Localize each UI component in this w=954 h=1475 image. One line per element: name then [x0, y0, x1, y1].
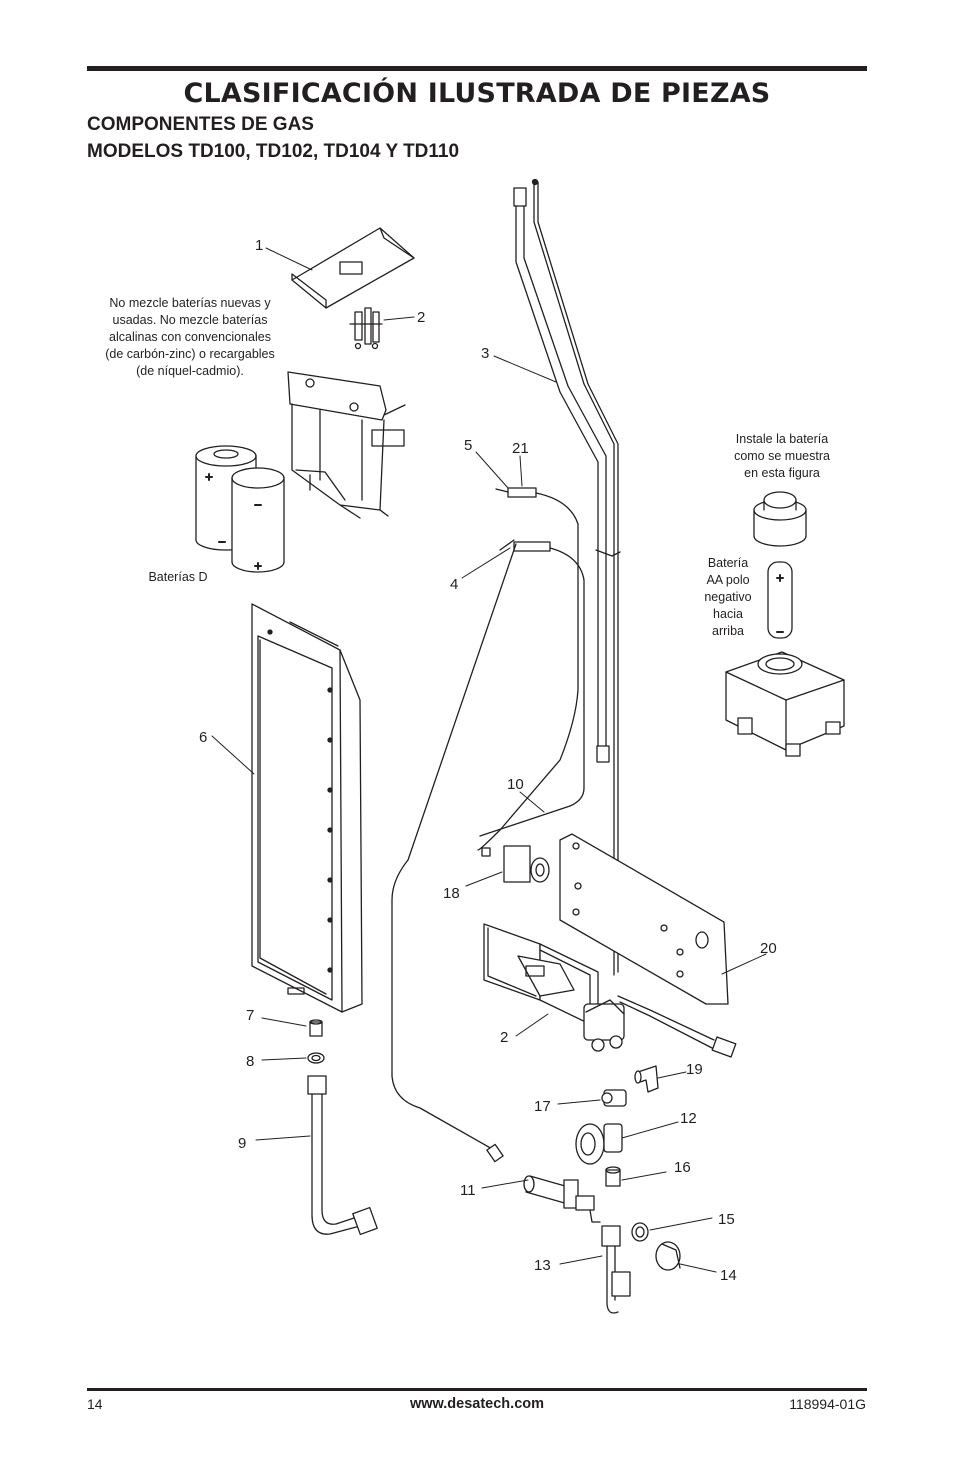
part-1-shield: [291, 227, 415, 309]
callout-13: 13: [534, 1257, 551, 1274]
part-6-burner-frame: [251, 603, 363, 1013]
callout-11: 11: [460, 1182, 476, 1199]
callout-5: 5: [464, 437, 472, 454]
page-number: 14: [87, 1396, 103, 1412]
aa-battery-inset: [725, 491, 845, 757]
callout-2-top: 2: [417, 309, 425, 326]
callout-3: 3: [481, 345, 489, 362]
part-7-fitting: [309, 1019, 323, 1037]
page-title: CLASIFICACIÓN ILUSTRADA DE PIEZAS: [183, 78, 771, 109]
callout-20: 20: [760, 940, 777, 957]
callout-21: 21: [512, 440, 529, 457]
callout-10: 10: [507, 776, 524, 793]
battery-warning-note: No mezcle baterías nuevas y usadas. No m…: [105, 296, 275, 378]
d-batteries-label: Baterías D: [148, 570, 207, 584]
callout-7: 7: [246, 1007, 254, 1024]
part-14-knob: [655, 1241, 681, 1271]
aa-line: hacia: [713, 607, 743, 621]
callout-15: 15: [718, 1211, 735, 1228]
part-11-valve: [523, 1175, 601, 1223]
part-17-tee: [601, 1089, 627, 1107]
callout-12: 12: [680, 1110, 697, 1127]
document-number: 118994-01G: [789, 1396, 866, 1412]
warning-line: No mezcle baterías nuevas y: [109, 296, 271, 310]
callout-2-bottom: 2: [500, 1029, 508, 1046]
aa-line: Batería: [708, 556, 748, 570]
callout-6: 6: [199, 729, 207, 746]
callout-18: 18: [443, 885, 460, 902]
part-2-electrode-assembly: [349, 307, 383, 350]
callout-4: 4: [450, 576, 458, 593]
part-5-thermocouple: [477, 487, 579, 851]
part-20-mounting-plate: [559, 833, 729, 1005]
install-line: Instale la batería: [736, 432, 828, 446]
warning-line: alcalinas con convencionales: [109, 330, 271, 344]
callout-9: 9: [238, 1135, 246, 1152]
models-subtitle: MODELOS TD100, TD102, TD104 Y TD110: [87, 141, 460, 162]
part-15-nut: [631, 1222, 649, 1242]
aa-line: AA polo: [706, 573, 749, 587]
top-rule: [87, 66, 867, 71]
callout-17: 17: [534, 1098, 551, 1115]
part-13-flex-tube: [601, 1225, 631, 1314]
install-battery-note: Instale la batería como se muestra en es…: [734, 432, 830, 480]
part-2-valve-bracket: [483, 923, 737, 1058]
battery-bracket: [287, 371, 406, 519]
part-8-nut: [307, 1052, 325, 1064]
part-4-electrode-lead: [391, 539, 585, 1163]
leader-lines: [211, 247, 767, 1273]
callout-14: 14: [720, 1267, 737, 1284]
d-batteries: [195, 445, 285, 573]
callout-19: 19: [686, 1061, 703, 1078]
part-9-flex-tube: [307, 1075, 378, 1236]
callout-8: 8: [246, 1053, 254, 1070]
part-19-elbow: [634, 1065, 659, 1093]
install-line: en esta figura: [744, 466, 820, 480]
part-18-igniter: [481, 845, 550, 883]
website-link[interactable]: www.desatech.com: [409, 1396, 545, 1412]
part-16-fitting: [605, 1166, 621, 1187]
aa-line: arriba: [712, 624, 744, 638]
section-subtitle: COMPONENTES DE GAS: [87, 114, 314, 135]
part-12-regulator: [575, 1123, 623, 1165]
warning-line: (de carbón-zinc) o recargables: [105, 347, 275, 361]
bottom-rule: [87, 1388, 867, 1391]
aa-line: negativo: [704, 590, 751, 604]
part-3-gas-tube: [513, 178, 621, 976]
aa-battery-note: Batería AA polo negativo hacia arriba: [704, 556, 751, 638]
callout-16: 16: [674, 1159, 691, 1176]
install-line: como se muestra: [734, 449, 830, 463]
callout-1: 1: [255, 237, 263, 254]
warning-line: usadas. No mezcle baterías: [113, 313, 268, 327]
warning-line: (de níquel-cadmio).: [136, 364, 244, 378]
